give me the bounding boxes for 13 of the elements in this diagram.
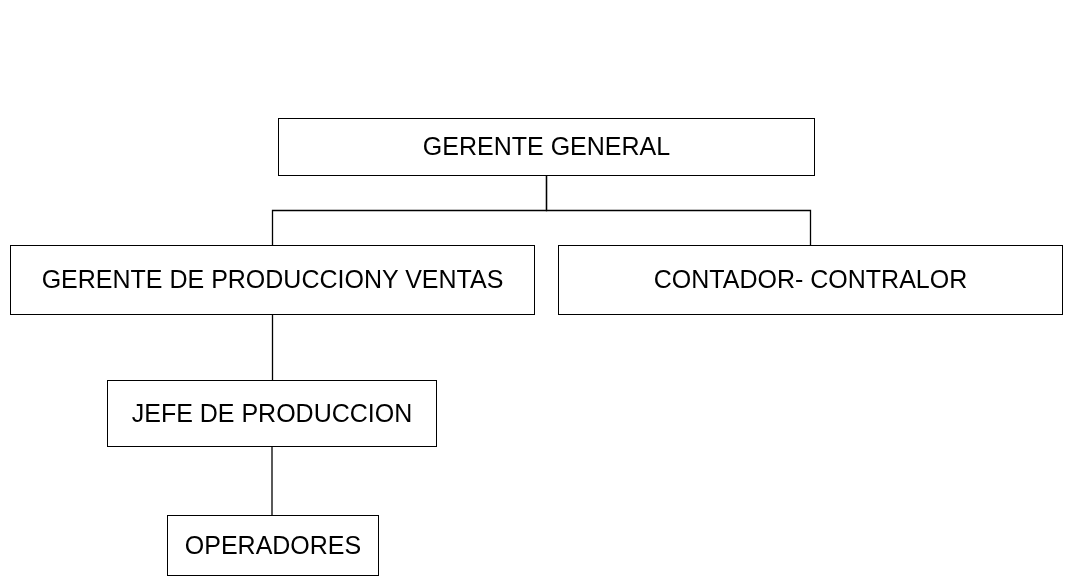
- connector-line: [271, 446, 273, 516]
- role-title: GERENTE DE PRODUCCIONY VENTAS: [41, 264, 504, 296]
- org-box: [10, 245, 535, 315]
- role-title: CONTADOR- CONTRALOR: [653, 264, 968, 296]
- connector-line: [545, 175, 812, 246]
- org-box: [278, 118, 815, 176]
- connector-line: [271, 314, 274, 381]
- org-box: [558, 245, 1063, 315]
- role-title: OPERADORES: [184, 529, 362, 561]
- role-title: JEFE DE PRODUCCION: [131, 397, 413, 429]
- org-box: [167, 515, 379, 576]
- role-title: GERENTE GENERAL: [422, 131, 671, 163]
- org-box: [107, 380, 437, 447]
